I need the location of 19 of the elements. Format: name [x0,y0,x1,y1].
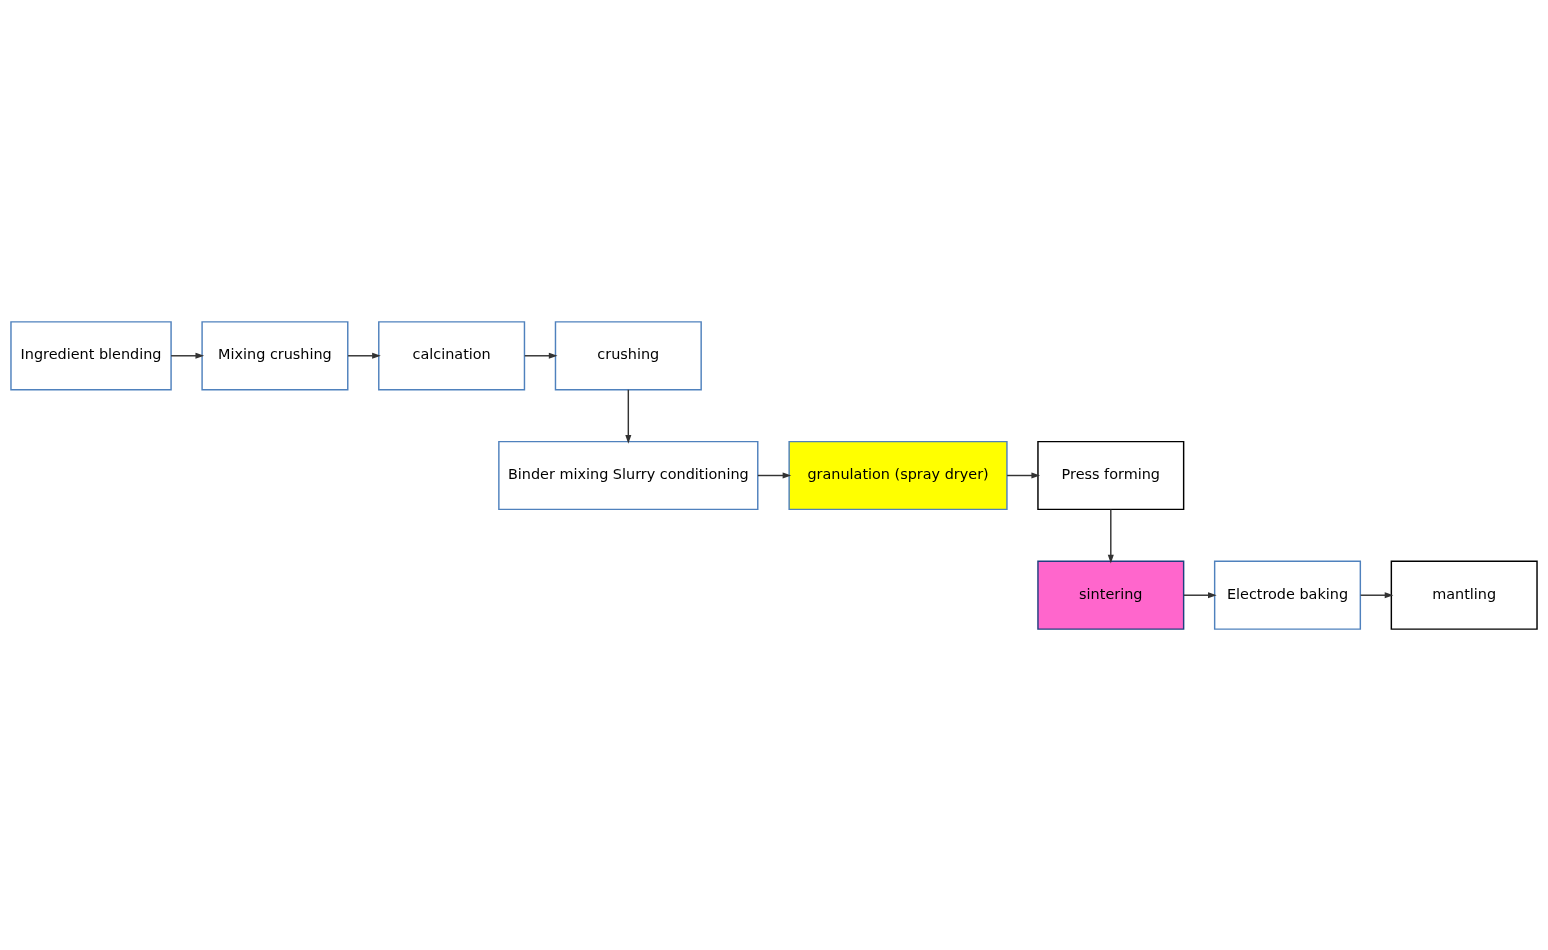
arrow [757,471,792,479]
node-box: Mixing crushing [201,320,349,390]
node-box: calcination [378,320,526,390]
node-box: Ingredient blending [10,320,172,390]
arrow [1107,508,1114,563]
arrow [524,352,558,359]
node-box: mantling [1390,560,1538,630]
node-box: granulation (spray dryer) [788,440,1008,510]
node-box: Press forming [1037,440,1185,510]
arrow [625,388,632,444]
arrow [170,352,205,359]
arrow [347,352,381,359]
arrow [1183,591,1217,598]
node-box: Electrode baking [1213,560,1362,630]
node-box: Binder mixing Slurry conditioning [498,440,759,510]
node-box: sintering [1037,560,1185,630]
node-box: crushing [554,320,702,390]
arrow [1006,471,1041,479]
arrow [1359,591,1394,598]
